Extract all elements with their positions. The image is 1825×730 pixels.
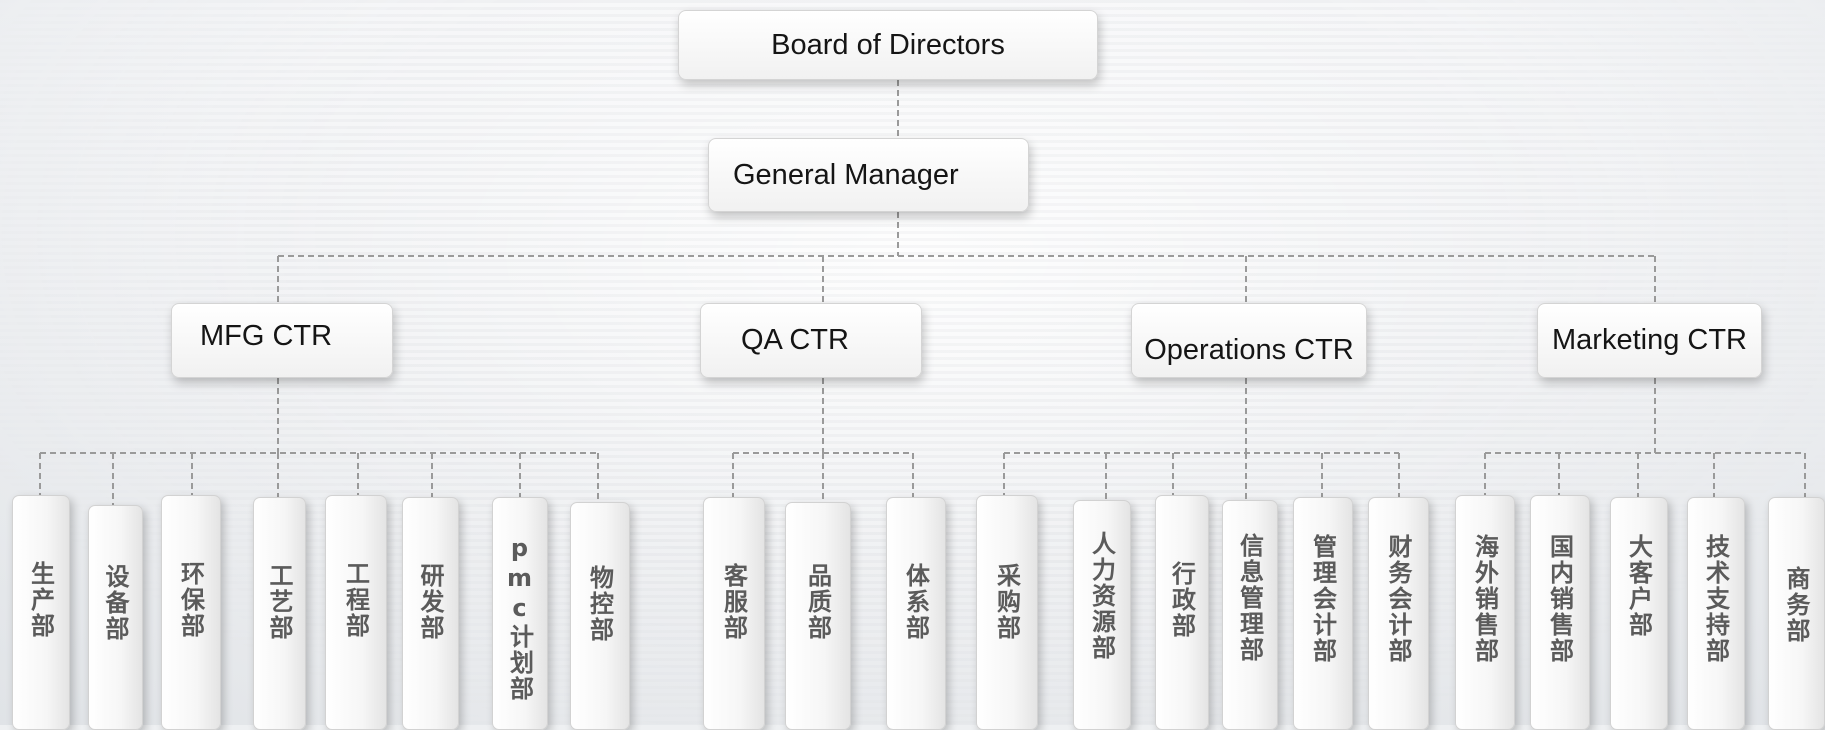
dept-box: 工艺部 — [253, 497, 306, 730]
dept-box: 海外销售部 — [1455, 495, 1515, 730]
dept-box: 行政部 — [1155, 495, 1209, 730]
dept-box: 大客户部 — [1610, 497, 1668, 730]
mfg-ctr-box: MFG CTR — [171, 303, 393, 378]
qa-ctr-box: QA CTR — [700, 303, 922, 378]
dept-label: 工程部 — [341, 561, 370, 639]
dept-label: 信息管理部 — [1235, 533, 1264, 663]
dept-box: 商务部 — [1768, 497, 1825, 730]
dept-label: 工艺部 — [265, 563, 293, 641]
dept-box: 工程部 — [325, 495, 387, 730]
dept-label: 大客户部 — [1624, 534, 1653, 638]
dept-label: 研发部 — [416, 563, 444, 641]
dept-label: 商务部 — [1782, 566, 1810, 644]
dept-label: 环保部 — [176, 561, 205, 639]
dept-box: pmc计划部 — [492, 497, 548, 730]
dept-box: 技术支持部 — [1687, 497, 1745, 730]
board-of-directors-label: Board of Directors — [771, 28, 1005, 61]
marketing-ctr-box: Marketing CTR — [1537, 303, 1762, 378]
marketing-ctr-label: Marketing CTR — [1552, 324, 1747, 356]
dept-label: 生产部 — [26, 561, 55, 639]
dept-box: 环保部 — [161, 495, 221, 730]
dept-box: 采购部 — [976, 495, 1038, 730]
board-of-directors-box: Board of Directors — [678, 10, 1098, 80]
general-manager-box: General Manager — [708, 138, 1029, 212]
dept-label: pmc计划部 — [505, 534, 534, 702]
dept-box: 人力资源部 — [1073, 500, 1131, 730]
connector-mkt-drops — [1484, 453, 1806, 497]
dept-box: 生产部 — [12, 495, 70, 730]
dept-box: 信息管理部 — [1222, 500, 1278, 730]
dept-label: 技术支持部 — [1701, 534, 1730, 664]
dept-label: 客服部 — [719, 563, 748, 641]
dept-box: 客服部 — [703, 497, 765, 730]
dept-box: 财务会计部 — [1368, 497, 1429, 730]
operations-ctr-label: Operations CTR — [1144, 334, 1354, 366]
operations-ctr-box: Operations CTR — [1131, 303, 1367, 378]
dept-label: 国内销售部 — [1545, 534, 1574, 664]
dept-label: 海外销售部 — [1470, 534, 1499, 664]
dept-label: 财务会计部 — [1384, 534, 1412, 664]
dept-label: 人力资源部 — [1087, 531, 1116, 661]
connector-qa-drops — [732, 453, 914, 502]
dept-label: 管理会计部 — [1308, 534, 1337, 664]
mfg-ctr-label: MFG CTR — [200, 320, 333, 352]
dept-box: 物控部 — [570, 502, 630, 730]
dept-label: 采购部 — [992, 563, 1021, 641]
dept-label: 物控部 — [585, 565, 614, 643]
dept-box: 研发部 — [402, 497, 459, 730]
dept-box: 品质部 — [785, 502, 851, 730]
connector-mfg-drops — [39, 453, 599, 505]
dept-box: 体系部 — [886, 497, 946, 730]
dept-box: 国内销售部 — [1530, 495, 1590, 730]
dept-label: 行政部 — [1167, 561, 1196, 639]
qa-ctr-label: QA CTR — [741, 324, 849, 356]
general-manager-label: General Manager — [733, 158, 959, 191]
dept-box: 设备部 — [88, 505, 143, 730]
dept-box: 管理会计部 — [1293, 497, 1353, 730]
dept-label: 体系部 — [901, 563, 930, 641]
connector-ops-drops — [1003, 453, 1400, 500]
dept-label: 设备部 — [101, 564, 129, 642]
dept-label: 品质部 — [803, 563, 832, 641]
